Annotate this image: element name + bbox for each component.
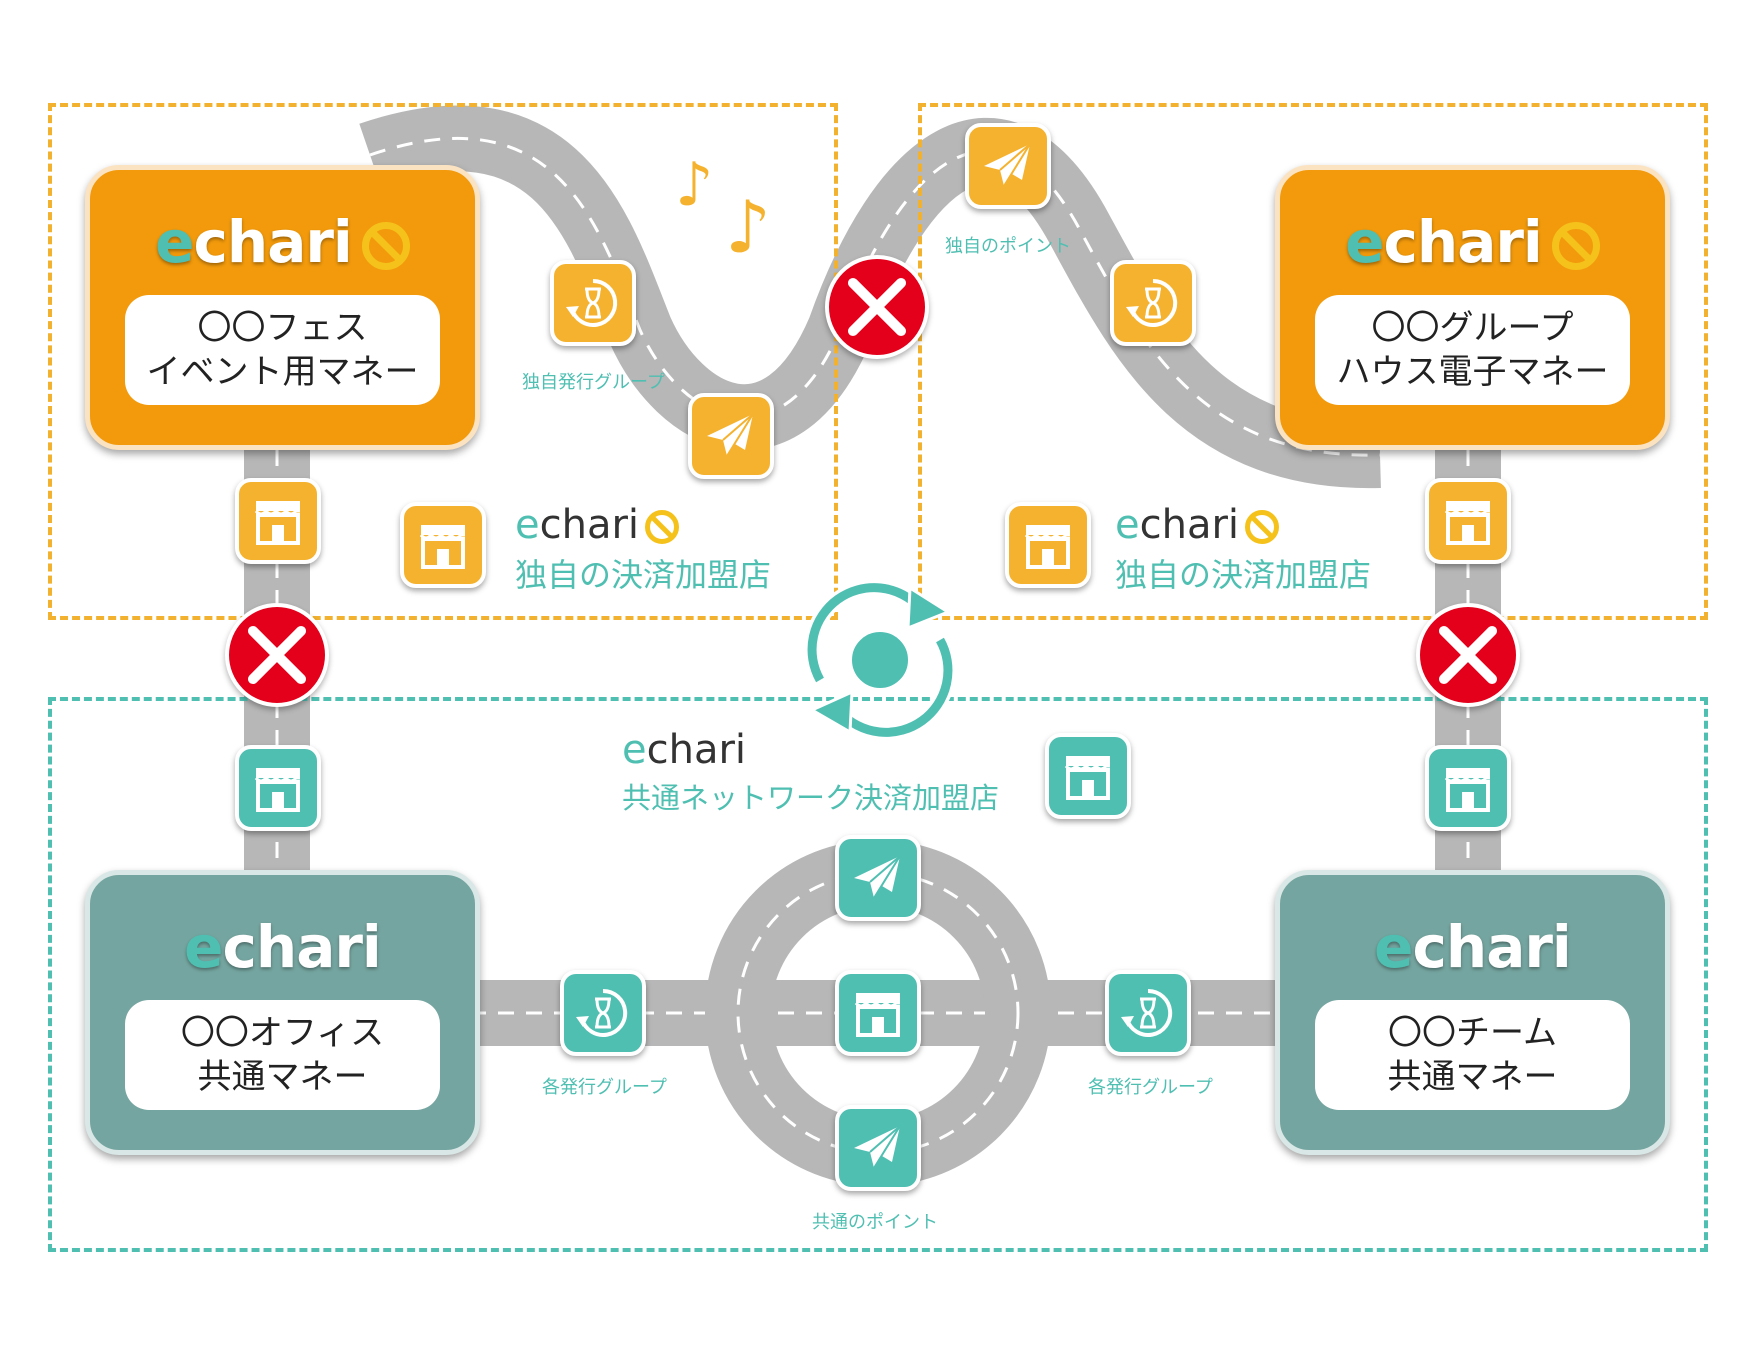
prohibited-cross-icon: [1416, 603, 1520, 707]
store-icon: [235, 478, 321, 564]
paper-plane-icon: [965, 123, 1051, 209]
music-note-icon: ♪: [725, 185, 771, 269]
merchant-label-network: echari 共通ネットワーク決済加盟店: [622, 727, 1000, 815]
merchant-label-own-left: echari 独自の決済加盟店: [515, 502, 772, 594]
prohibited-cross-icon: [225, 603, 329, 707]
store-icon: [835, 970, 921, 1056]
merchant-label-own-right: echari 独自の決済加盟店: [1115, 502, 1372, 594]
caption-own-point: 独自のポイント: [945, 236, 1071, 257]
echari-logo: echari: [90, 208, 475, 276]
store-icon: [1005, 502, 1091, 588]
card-label: 〇〇オフィス 共通マネー: [125, 1000, 440, 1110]
card-group-house-money: echari 〇〇グループ ハウス電子マネー: [1275, 165, 1670, 450]
caption-each-issue-group: 各発行グループ: [1088, 1077, 1213, 1098]
hourglass-refresh-icon: [550, 260, 636, 346]
region-own-money-left: [48, 103, 838, 620]
store-icon: [1045, 733, 1131, 819]
paper-plane-icon: [835, 835, 921, 921]
echari-wordmark: echari: [515, 502, 771, 548]
echari-logo: echari: [184, 913, 382, 981]
card-label: 〇〇チーム 共通マネー: [1315, 1000, 1630, 1110]
card-label: 〇〇フェス イベント用マネー: [125, 295, 440, 405]
caption-common-point: 共通のポイント: [812, 1212, 938, 1233]
card-office-common-money: echari 〇〇オフィス 共通マネー: [85, 870, 480, 1155]
prohibited-icon: [361, 221, 410, 270]
sync-arrows-icon: [804, 579, 956, 741]
prohibited-icon: [1551, 221, 1600, 270]
prohibited-icon: [1245, 510, 1280, 544]
region-common-network: [48, 697, 1708, 1252]
store-icon: [235, 745, 321, 831]
store-icon: [1425, 478, 1511, 564]
hourglass-refresh-icon: [1105, 970, 1191, 1056]
echari-wordmark: echari: [1115, 502, 1371, 548]
paper-plane-icon: [688, 393, 774, 479]
region-own-money-right: [918, 103, 1708, 620]
caption-own-issue-group: 独自発行グループ: [522, 372, 665, 393]
echari-wordmark: echari: [622, 727, 747, 773]
prohibited-icon: [645, 510, 680, 544]
paper-plane-icon: [835, 1105, 921, 1191]
music-note-icon: ♪: [675, 150, 714, 220]
hourglass-refresh-icon: [560, 970, 646, 1056]
caption-each-issue-group: 各発行グループ: [542, 1077, 667, 1098]
card-label: 〇〇グループ ハウス電子マネー: [1315, 295, 1630, 405]
card-team-common-money: echari 〇〇チーム 共通マネー: [1275, 870, 1670, 1155]
echari-logo: echari: [1280, 208, 1665, 276]
hourglass-refresh-icon: [1110, 260, 1196, 346]
store-icon: [1425, 745, 1511, 831]
echari-logo: echari: [1374, 913, 1572, 981]
store-icon: [400, 502, 486, 588]
card-fes-event-money: echari 〇〇フェス イベント用マネー: [85, 165, 480, 450]
prohibited-cross-icon: [825, 255, 929, 359]
